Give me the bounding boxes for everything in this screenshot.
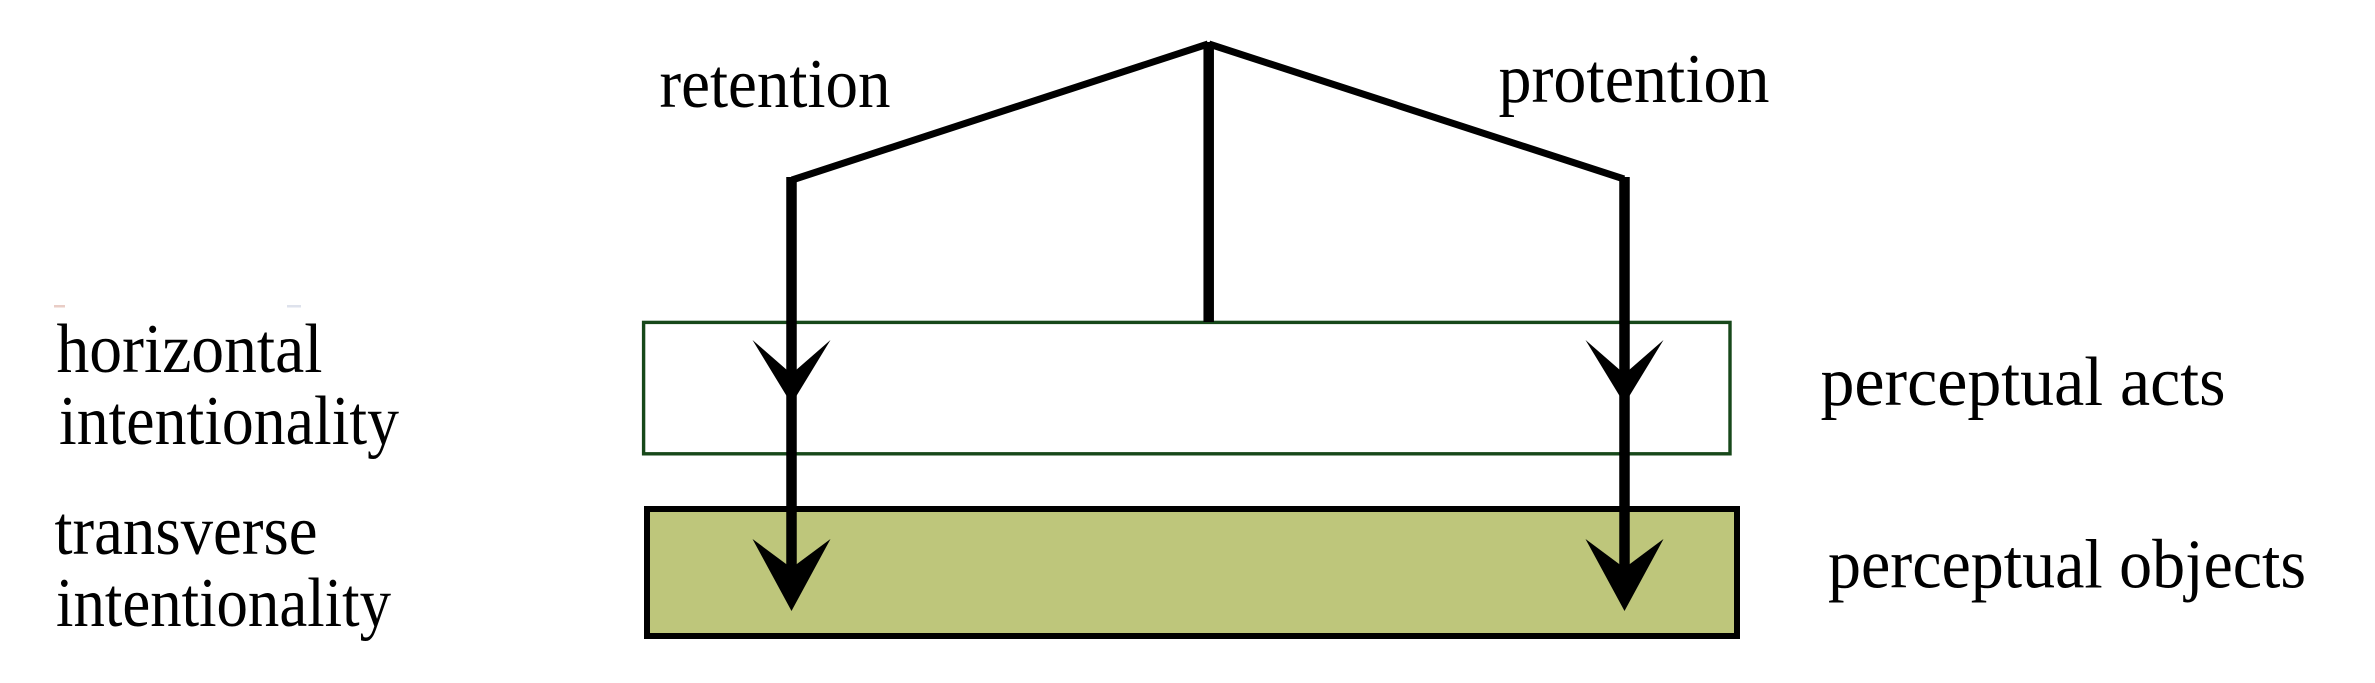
svg-text:perceptual acts: perceptual acts [1821, 344, 2226, 421]
svg-text:retention: retention [660, 46, 891, 123]
svg-text:protention: protention [1499, 41, 1770, 118]
svg-text:intentionality: intentionality [59, 383, 399, 460]
svg-text:perceptual objects: perceptual objects [1828, 527, 2306, 604]
svg-text:horizontal: horizontal [57, 311, 323, 388]
svg-text:intentionality: intentionality [56, 565, 391, 642]
svg-text:transverse: transverse [55, 493, 318, 570]
